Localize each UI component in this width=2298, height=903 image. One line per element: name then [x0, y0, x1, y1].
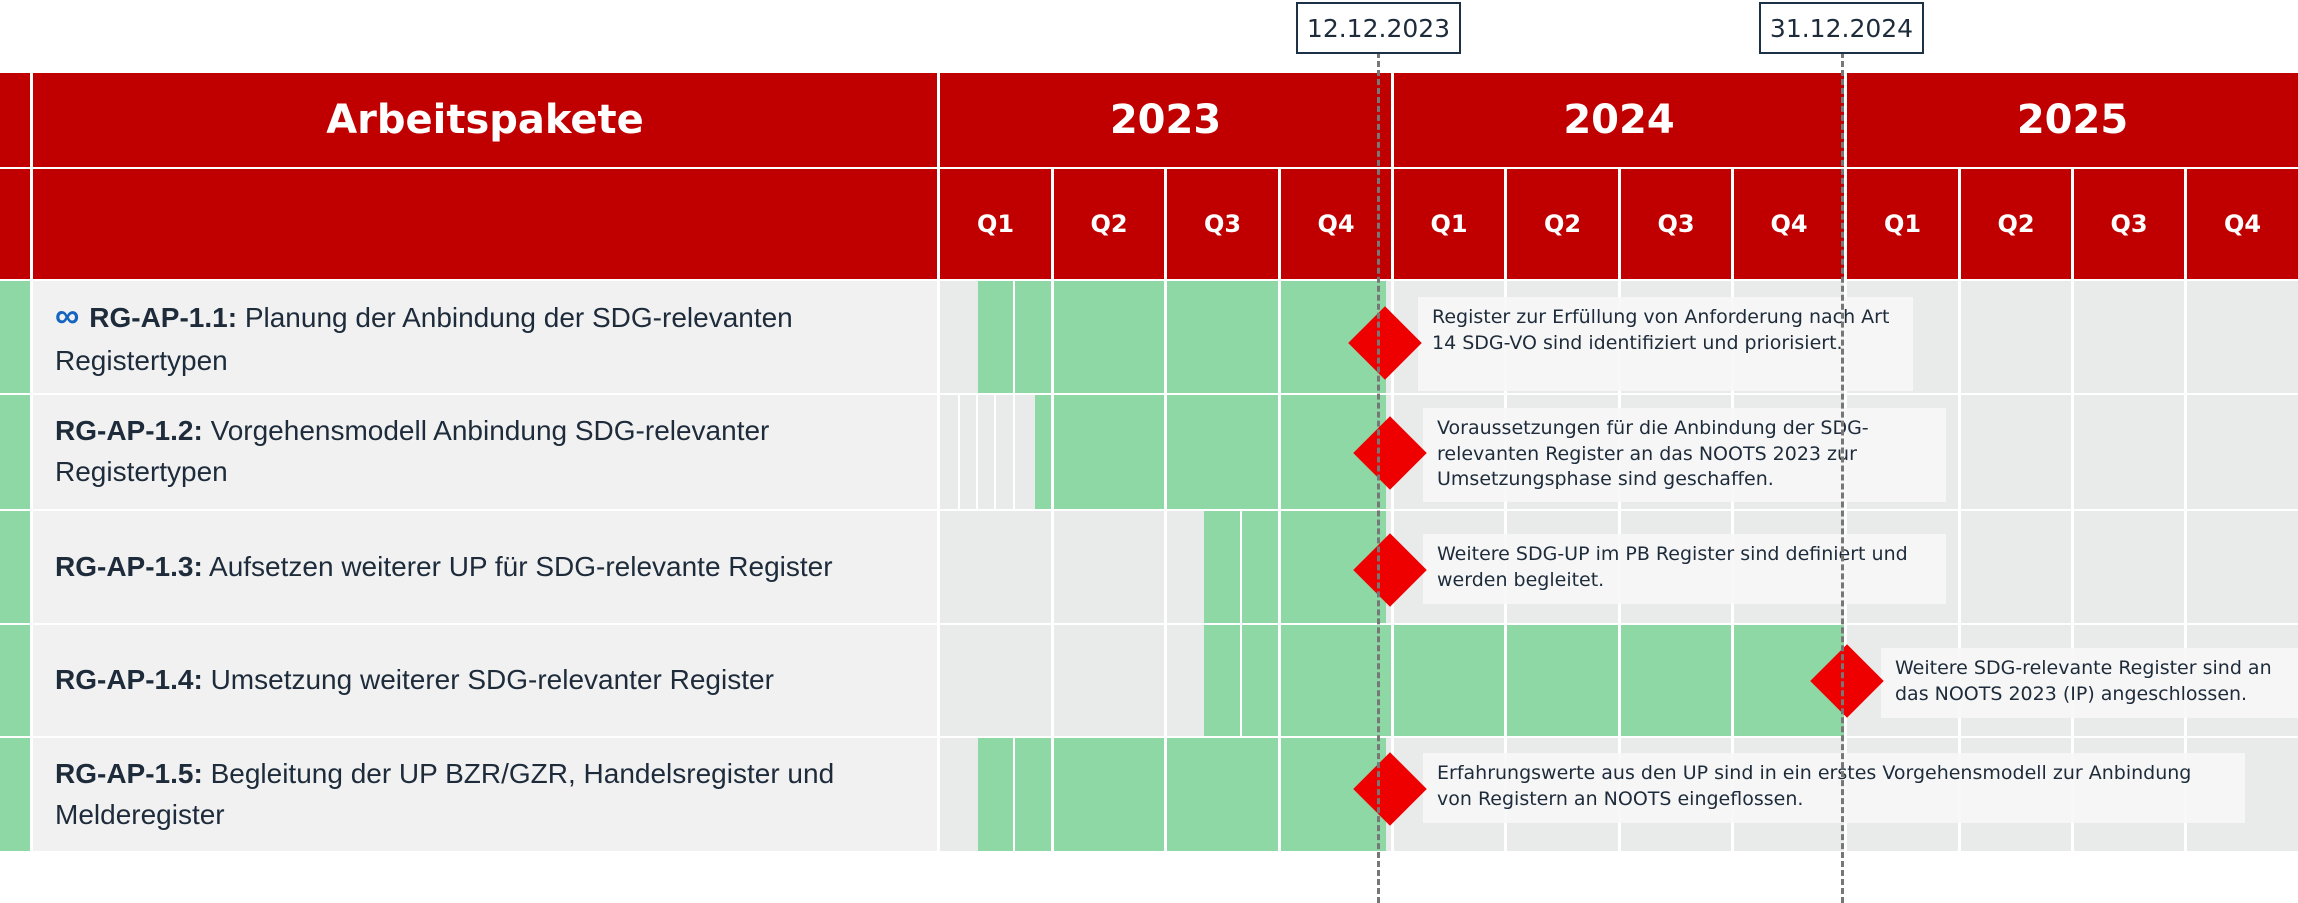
- header-stub: [0, 73, 30, 167]
- quarter-gridline: [2071, 281, 2074, 851]
- quarter-gridline: [2184, 281, 2187, 851]
- quarter-gridline: [1278, 281, 1281, 851]
- gantt-bar-1-5: [978, 738, 1386, 851]
- header-blank-cell: [33, 169, 937, 279]
- quarter-header: Q4: [2187, 169, 2298, 279]
- quarter-header: Q3: [2074, 169, 2184, 279]
- quarter-header: Q2: [1054, 169, 1164, 279]
- deadline-label: 31.12.2024: [1759, 2, 1924, 54]
- work-packages-title: Arbeitspakete: [326, 97, 644, 143]
- quarter-gridline: [1164, 281, 1167, 851]
- row-stub: [0, 281, 30, 393]
- milestone-note-1-3: Weitere SDG-UP im PB Register sind defin…: [1423, 534, 1946, 604]
- bar-divider: [958, 395, 960, 509]
- task-title: Planung der Anbindung der SDG-relevanten…: [55, 302, 793, 377]
- milestone-note-1-1: Register zur Erfüllung von Anforderung n…: [1418, 297, 1913, 391]
- quarter-header: Q3: [1167, 169, 1278, 279]
- deadline-line: [1377, 52, 1380, 903]
- quarter-header: Q3: [1621, 169, 1731, 279]
- quarter-gridline: [1958, 281, 1961, 851]
- year-header-2024: 2024: [1394, 73, 1844, 167]
- task-title: Umsetzung weiterer SDG-relevanter Regist…: [210, 664, 774, 696]
- row-stub: [0, 738, 30, 851]
- quarter-header: Q4: [1281, 169, 1391, 279]
- row-stub: [0, 625, 30, 736]
- deadline-line: [1841, 52, 1844, 903]
- milestone-note-1-4: Weitere SDG-relevante Register sind an d…: [1881, 648, 2298, 718]
- task-id: RG-AP-1.1:: [89, 302, 238, 334]
- quarter-header: Q4: [1734, 169, 1844, 279]
- quarter-header: Q2: [1961, 169, 2071, 279]
- bar-divider: [1240, 511, 1242, 623]
- year-header-2025: 2025: [1847, 73, 2298, 167]
- task-title: Aufsetzen weiterer UP für SDG-relevante …: [209, 550, 833, 582]
- gantt-bar-1-4: [1204, 625, 1844, 736]
- task-id: RG-AP-1.2:: [55, 415, 203, 447]
- task-title: Vorgehensmodell Anbindung SDG-relevanter…: [55, 415, 770, 487]
- milestone-note-1-2: Voraussetzungen für die Anbindung der SD…: [1423, 408, 1946, 502]
- bar-divider: [1013, 281, 1015, 393]
- bar-divider: [1240, 625, 1242, 736]
- infinity-icon: ∞: [55, 297, 80, 336]
- header-stub: [0, 169, 30, 279]
- year-header-2023: 2023: [940, 73, 1391, 167]
- work-packages-header: Arbeitspakete: [33, 73, 937, 167]
- deadline-label: 12.12.2023: [1296, 2, 1461, 54]
- task-label-1-5: RG-AP-1.5: Begleitung der UP BZR/GZR, Ha…: [33, 738, 937, 851]
- row-stub: [0, 395, 30, 509]
- quarter-header: Q1: [1847, 169, 1958, 279]
- bar-divider: [1013, 395, 1015, 509]
- gantt-bar-1-2: [1035, 395, 1386, 509]
- quarter-header: Q1: [940, 169, 1051, 279]
- task-label-1-2: RG-AP-1.2: Vorgehensmodell Anbindung SDG…: [33, 395, 937, 509]
- quarter-header: Q1: [1394, 169, 1504, 279]
- task-title: Begleitung der UP BZR/GZR, Handelsregist…: [55, 757, 835, 830]
- bar-divider: [994, 395, 996, 509]
- milestone-note-1-5: Erfahrungswerte aus den UP sind in ein e…: [1423, 753, 2245, 823]
- task-id: RG-AP-1.5:: [55, 757, 203, 789]
- row-stub: [0, 511, 30, 623]
- task-id: RG-AP-1.3:: [55, 550, 203, 582]
- bar-divider: [976, 395, 978, 509]
- gantt-bar-1-1: [978, 281, 1386, 393]
- task-label-1-3: RG-AP-1.3: Aufsetzen weiterer UP für SDG…: [33, 511, 937, 623]
- quarter-gridline: [1051, 281, 1054, 851]
- task-label-1-1: ∞ RG-AP-1.1: Planung der Anbindung der SD…: [33, 281, 937, 393]
- quarter-header: Q2: [1507, 169, 1618, 279]
- bar-divider: [1013, 738, 1015, 851]
- task-label-1-4: RG-AP-1.4: Umsetzung weiterer SDG-releva…: [33, 625, 937, 736]
- task-id: RG-AP-1.4:: [55, 664, 203, 696]
